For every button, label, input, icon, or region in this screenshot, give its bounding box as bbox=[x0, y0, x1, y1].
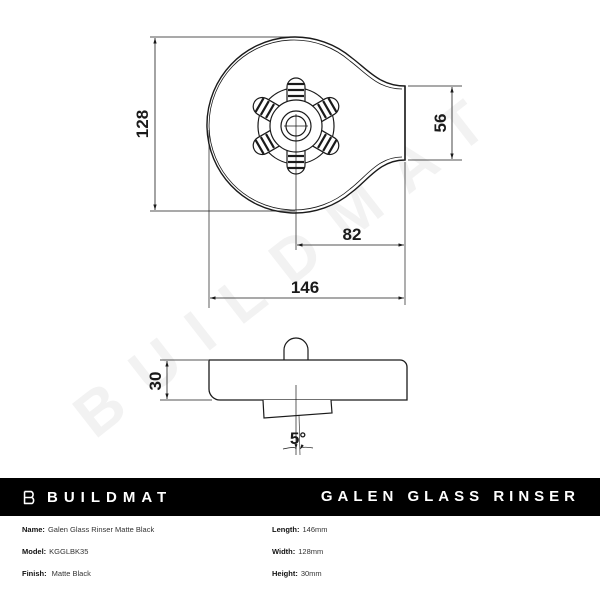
dimension-128: 128 bbox=[133, 36, 295, 212]
spec-label: Finish: bbox=[22, 569, 47, 578]
spec-label: Name: bbox=[22, 525, 45, 534]
dimension-30: 30 bbox=[146, 359, 212, 401]
spec-length: Length:146mm bbox=[272, 525, 328, 547]
side-view bbox=[208, 337, 408, 456]
spec-value: Matte Black bbox=[49, 569, 91, 578]
brand: BUILDMAT bbox=[22, 478, 172, 516]
brand-name: BUILDMAT bbox=[47, 488, 173, 506]
spec-model: Model:KGGLBK35 bbox=[22, 547, 154, 569]
spec-name: Name:Galen Glass Rinser Matte Black bbox=[22, 525, 154, 547]
spec-value: 30mm bbox=[300, 569, 322, 578]
buildmat-logo-icon bbox=[23, 490, 35, 504]
specs-right-column: Length:146mm Width:128mm Height:30mm bbox=[272, 525, 328, 591]
dimension-82: 82 bbox=[297, 162, 406, 305]
spec-value: KGGLBK35 bbox=[49, 547, 89, 556]
spec-value: Galen Glass Rinser Matte Black bbox=[47, 525, 155, 534]
dimension-56: 56 bbox=[408, 85, 462, 161]
dim-angle-label: 5° bbox=[290, 429, 306, 448]
dim-146-label: 146 bbox=[291, 278, 319, 297]
spec-value: 146mm bbox=[302, 525, 328, 534]
spec-value: 128mm bbox=[298, 547, 324, 556]
dimension-146: 146 bbox=[208, 130, 404, 308]
dim-128-label: 128 bbox=[133, 110, 152, 138]
spec-label: Height: bbox=[272, 569, 298, 578]
spec-label: Length: bbox=[272, 525, 300, 534]
technical-drawing: 128 56 82 146 30 bbox=[133, 36, 462, 456]
dim-82-label: 82 bbox=[343, 225, 362, 244]
top-view bbox=[206, 36, 406, 250]
spec-width: Width:128mm bbox=[272, 547, 328, 569]
brand-banner: BUILDMAT GALEN GLASS RINSER bbox=[0, 478, 600, 516]
dim-56-label: 56 bbox=[431, 114, 450, 133]
spec-label: Model: bbox=[22, 547, 47, 556]
dim-30-label: 30 bbox=[146, 372, 165, 391]
spec-label: Width: bbox=[272, 547, 296, 556]
product-title: GALEN GLASS RINSER bbox=[320, 488, 580, 505]
spec-height: Height:30mm bbox=[272, 569, 328, 591]
spec-finish: Finish: Matte Black bbox=[22, 569, 154, 591]
dimension-angle: 5° bbox=[282, 429, 314, 450]
specs-left-column: Name:Galen Glass Rinser Matte Black Mode… bbox=[22, 525, 154, 591]
